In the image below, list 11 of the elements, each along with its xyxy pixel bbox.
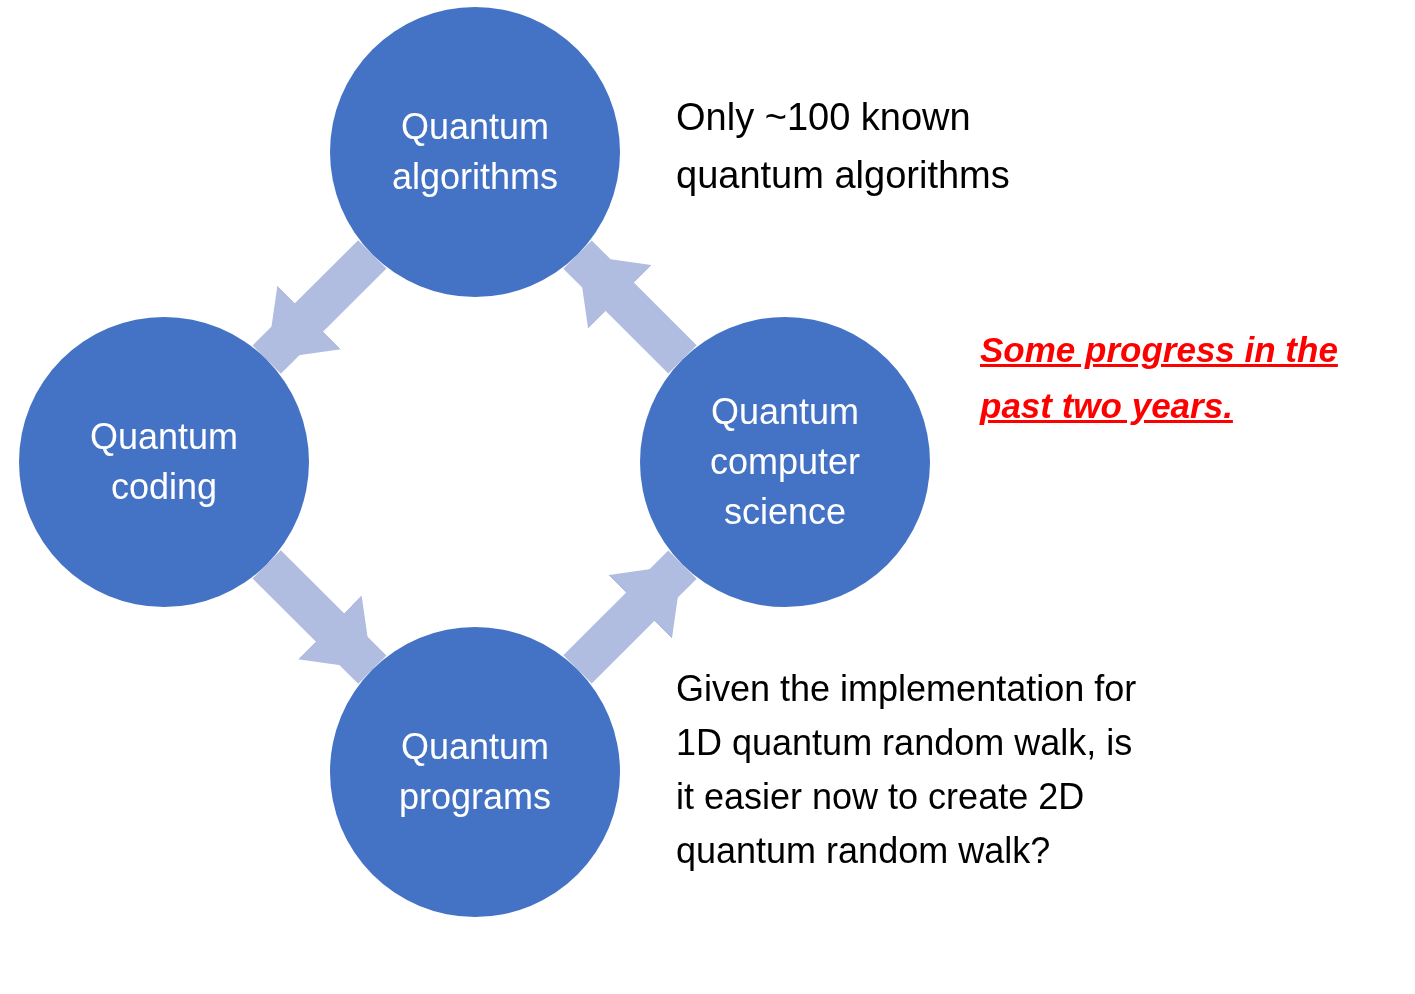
circle-label: Quantum computer science xyxy=(708,390,862,534)
block-arrow xyxy=(252,240,387,374)
note-text: Given the implementation for 1D quantum random walk, is it easier now to create 2D quantum random walk? xyxy=(676,667,1138,873)
block-arrow xyxy=(563,240,697,374)
block-arrow xyxy=(563,550,697,684)
block-arrow xyxy=(252,550,387,684)
circle-label: Quantum algorithms xyxy=(390,105,560,199)
note-text: Only ~100 known quantum algorithms xyxy=(676,95,1011,198)
note-text: Some progress in the past two years. xyxy=(980,329,1339,427)
circle-label: Quantum coding xyxy=(88,415,240,509)
circle-label: Quantum programs xyxy=(397,725,553,819)
